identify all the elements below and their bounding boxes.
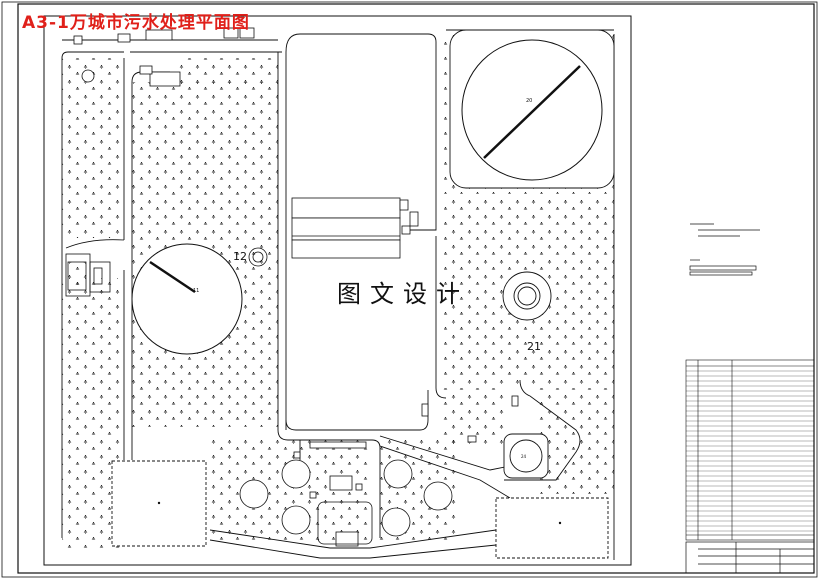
pool-12-label: 12: [233, 250, 247, 263]
equipment-table: [685, 359, 815, 541]
top-buildings: [73, 27, 255, 87]
legend-notes: [689, 223, 760, 276]
aeration-tank: [291, 197, 419, 259]
pool-24: 24: [503, 433, 549, 479]
title-block: [685, 541, 815, 574]
pool-20-label: 20: [526, 98, 532, 104]
pool-11-label: 11: [193, 288, 199, 294]
site-boundary: [43, 15, 632, 566]
bottom-structures: [239, 395, 519, 547]
pool-21: [502, 271, 552, 321]
drawing-title: A3-1万城市污水处理平面图: [22, 13, 250, 33]
table-rows: [686, 370, 814, 532]
pool-24-label: 24: [521, 454, 527, 459]
watermark-text: 图文设计: [337, 280, 469, 308]
pool-21-label: 21: [527, 340, 541, 353]
pool-12: [248, 247, 268, 267]
inner-border: [17, 3, 815, 574]
pool-20: 20: [449, 29, 615, 189]
pool-11: 11: [131, 243, 243, 355]
dewatering-building: [65, 239, 125, 297]
